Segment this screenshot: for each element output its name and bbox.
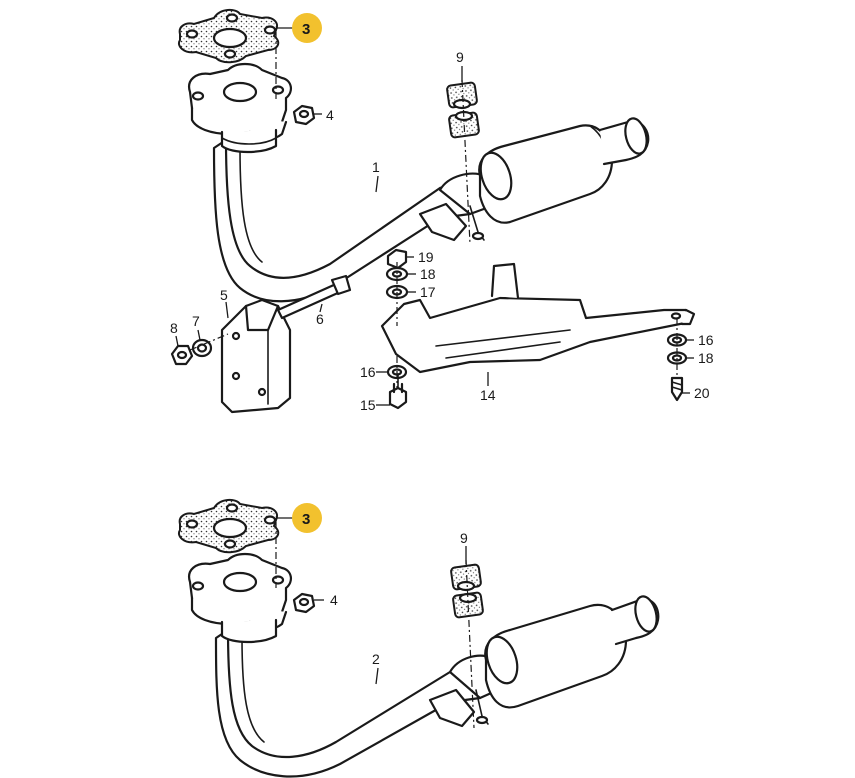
bottom-assembly: 3 4 9 2 (178, 498, 660, 778)
callout-9-bottom: 9 (460, 530, 468, 546)
bolt-15 (388, 373, 408, 410)
callout-16-left: 16 (360, 364, 376, 380)
callout-20: 20 (694, 385, 710, 401)
top-assembly: 3 4 9 1 5 6 7 8 19 18 17 16 15 14 16 18 … (170, 8, 714, 414)
callout-18-right: 18 (698, 350, 714, 366)
callout-2: 2 (372, 651, 380, 667)
callout-19: 19 (418, 249, 434, 265)
screw-20 (670, 376, 684, 402)
callout-9-top: 9 (456, 49, 464, 65)
callout-4-top: 4 (326, 107, 334, 123)
bracket-5 (220, 298, 292, 414)
nut-8 (170, 344, 194, 366)
catalytic-converter-bottom (475, 595, 660, 725)
callout-14: 14 (480, 387, 496, 403)
bolt-6 (276, 274, 352, 320)
callout-3-top[interactable]: 3 (292, 13, 322, 43)
heat-shield-14 (380, 262, 696, 374)
callout-8: 8 (170, 320, 178, 336)
gasket-top (178, 8, 280, 64)
callout-17: 17 (420, 284, 436, 300)
front-pipe-1 (188, 62, 494, 303)
callout-label: 3 (302, 21, 310, 38)
callout-7: 7 (192, 313, 200, 329)
callout-15: 15 (360, 397, 376, 413)
callout-16-right: 16 (698, 332, 714, 348)
callout-1: 1 (372, 159, 380, 175)
nut-19 (386, 248, 408, 270)
callout-5: 5 (220, 287, 228, 303)
callout-6: 6 (316, 311, 324, 327)
callout-label: 3 (302, 511, 310, 528)
flange-nut-bottom (292, 592, 316, 614)
front-pipe-2 (188, 552, 500, 778)
callout-3-bottom[interactable]: 3 (292, 503, 322, 533)
callout-18-upper: 18 (420, 266, 436, 282)
highlight-circle (292, 13, 322, 43)
flange-nut-top (292, 104, 316, 126)
catalytic-converter-top (469, 117, 650, 241)
callout-4-bottom: 4 (330, 592, 338, 608)
gasket-bottom (178, 498, 280, 554)
highlight-circle (292, 503, 322, 533)
